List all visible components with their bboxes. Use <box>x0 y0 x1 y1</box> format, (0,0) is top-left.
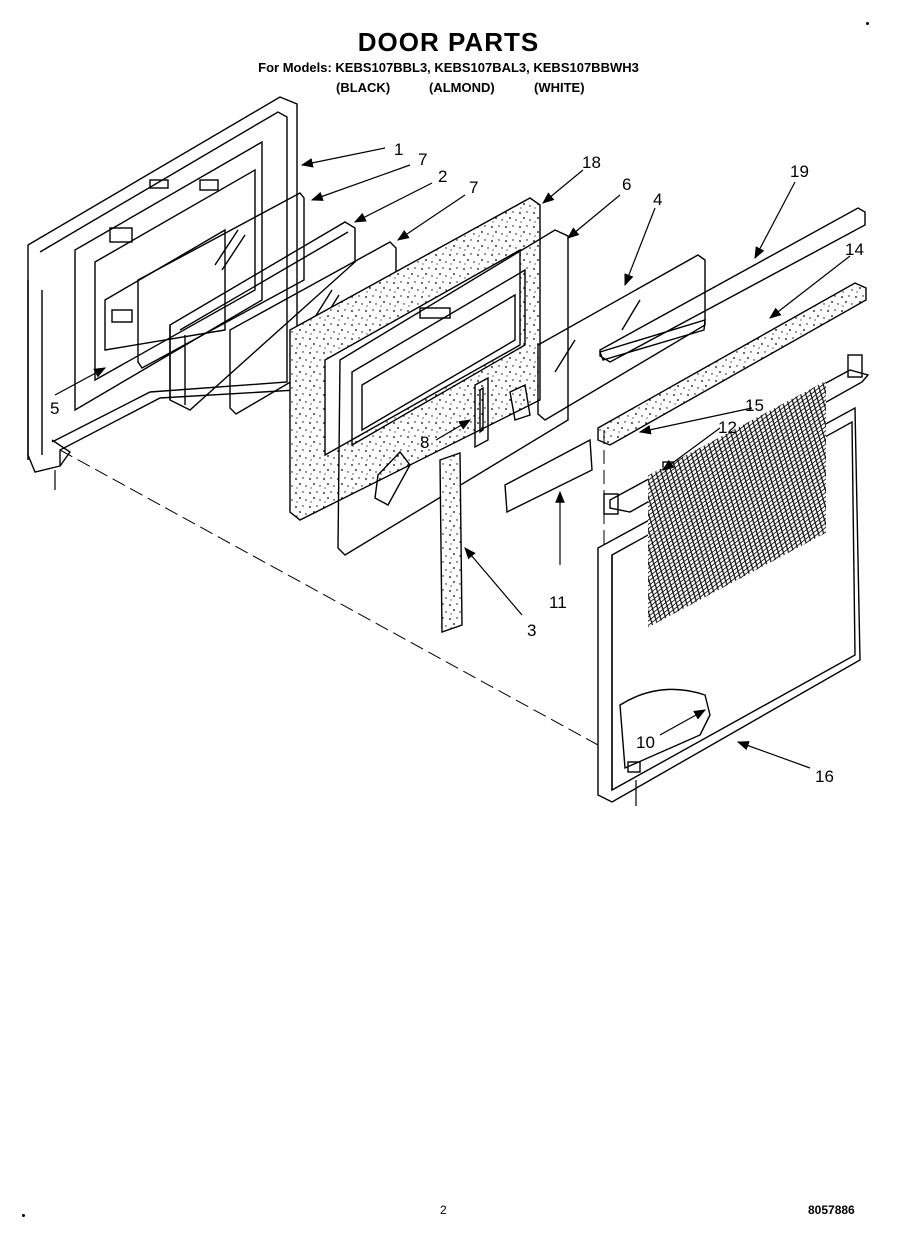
callout-numbers: 1 7 2 7 18 6 4 19 14 5 8 15 12 11 3 10 1… <box>50 140 864 786</box>
callout-5: 5 <box>50 399 59 418</box>
registration-mark <box>22 1214 25 1217</box>
callout-6: 6 <box>622 175 631 194</box>
page-number: 2 <box>440 1203 447 1217</box>
insulation-part <box>289 197 541 521</box>
callout-10: 10 <box>636 733 655 752</box>
callout-16: 16 <box>815 767 834 786</box>
alignment-lines <box>59 430 605 746</box>
callout-3: 3 <box>527 621 536 640</box>
door-liner-part <box>27 96 298 473</box>
callout-18: 18 <box>582 153 601 172</box>
door-bracket-part <box>374 376 531 506</box>
callout-7: 7 <box>418 150 427 169</box>
color-label-white: (WHITE) <box>534 80 585 95</box>
model-numbers: For Models: KEBS107BBL3, KEBS107BAL3, KE… <box>258 60 639 75</box>
callout-7: 7 <box>469 178 478 197</box>
callout-8: 8 <box>420 433 429 452</box>
outer-door-panel-part <box>597 380 861 803</box>
model-label-strip-part <box>504 438 593 514</box>
top-trim-part <box>599 207 866 363</box>
callout-12: 12 <box>718 418 737 437</box>
color-label-black: (BLACK) <box>336 80 391 95</box>
callout-1: 1 <box>394 140 403 159</box>
callout-15: 15 <box>745 396 764 415</box>
registration-mark <box>866 22 869 25</box>
diagram-header: DOOR PARTS For Models: KEBS107BBL3, KEBS… <box>0 28 897 76</box>
color-label-almond: (ALMOND) <box>429 80 495 95</box>
vent-trim-part <box>597 282 867 446</box>
inner-door-frame-part <box>337 229 569 556</box>
callout-14: 14 <box>845 240 864 259</box>
callout-4: 4 <box>653 190 662 209</box>
callout-2: 2 <box>438 167 447 186</box>
side-gasket-part <box>439 452 463 633</box>
callout-leaders <box>54 147 851 806</box>
document-code: 8057886 <box>808 1203 855 1217</box>
callout-19: 19 <box>790 162 809 181</box>
page-title: DOOR PARTS <box>357 27 540 57</box>
callout-11: 11 <box>549 593 567 612</box>
glass-panel-part <box>137 192 305 369</box>
